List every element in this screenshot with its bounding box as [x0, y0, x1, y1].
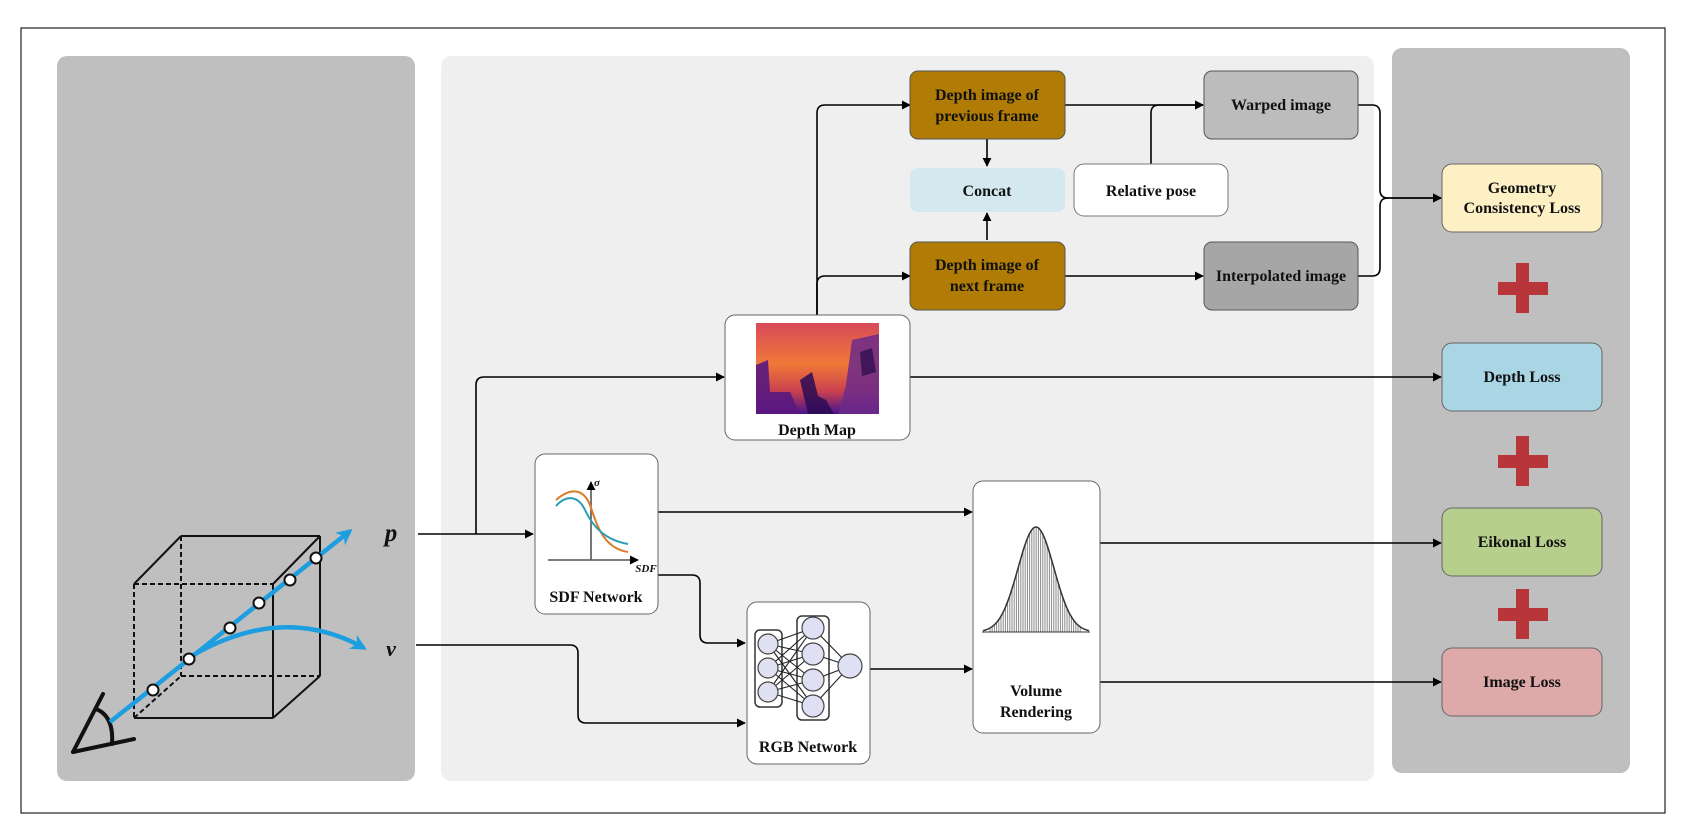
sdf-plot: σ SDF: [548, 477, 657, 575]
depth-next-line1: Depth image of: [935, 257, 1040, 274]
warped-image-node: Warped image: [1203, 70, 1359, 140]
sdf-network-label: SDF Network: [549, 589, 642, 606]
depth-map-node: Depth Map: [724, 314, 911, 441]
depth-loss-node: Depth Loss: [1441, 342, 1603, 412]
interpolated-image-node: Interpolated image: [1203, 241, 1359, 311]
plus-icon: [1498, 589, 1548, 639]
depth-prev-node: Depth image of previous frame: [909, 70, 1066, 140]
sdf-plot-y-label: σ: [594, 477, 601, 489]
left-panel: [57, 56, 415, 781]
gaussian-curve-icon: [982, 526, 1090, 633]
eikonal-loss-label: Eikonal Loss: [1478, 534, 1566, 551]
outer-frame: [20, 27, 1666, 814]
relative-pose-label: Relative pose: [1106, 183, 1196, 200]
volume-rendering-node: Volume Rendering: [972, 480, 1101, 734]
sdf-network-node: σ SDF SDF Network: [534, 453, 659, 615]
input-v-label: v: [386, 636, 396, 661]
depth-next-line2: next frame: [950, 278, 1024, 295]
view-direction-curve: [186, 625, 367, 660]
input-p-label: p: [383, 520, 398, 547]
volume-rendering-line1: Volume: [1010, 683, 1062, 700]
concat-label: Concat: [963, 183, 1013, 200]
depth-next-node: Depth image of next frame: [909, 241, 1066, 311]
sdf-plot-x-label: SDF: [635, 563, 657, 575]
depth-map-image: [756, 323, 879, 414]
relative-pose-node: Relative pose: [1073, 163, 1229, 217]
depth-prev-line2: previous frame: [935, 108, 1038, 125]
plus-icon: [1498, 263, 1548, 313]
concat-node: Concat: [910, 168, 1065, 212]
eikonal-loss-node: Eikonal Loss: [1441, 507, 1603, 577]
depth-prev-line1: Depth image of: [935, 87, 1040, 104]
image-loss-label: Image Loss: [1483, 674, 1561, 691]
connector-arrows: [416, 100, 1442, 728]
depth-loss-label: Depth Loss: [1484, 369, 1561, 386]
rgb-network-node: RGB Network: [746, 601, 871, 765]
interpolated-image-label: Interpolated image: [1216, 268, 1346, 285]
depth-map-label: Depth Map: [778, 422, 856, 439]
geometry-loss-node: Geometry Consistency Loss: [1441, 163, 1603, 233]
geometry-loss-line2: Consistency Loss: [1464, 200, 1581, 217]
plus-icon: [1498, 436, 1548, 486]
volume-rendering-line2: Rendering: [1000, 704, 1072, 721]
image-loss-node: Image Loss: [1441, 647, 1603, 717]
sample-points: [146, 551, 323, 697]
neural-net-icon: [754, 615, 863, 721]
rgb-network-label: RGB Network: [759, 739, 857, 756]
ray-sampling-illustration: [71, 529, 367, 754]
camera-icon: [71, 692, 136, 754]
geometry-loss-line1: Geometry: [1488, 180, 1556, 197]
warped-image-label: Warped image: [1231, 97, 1331, 114]
